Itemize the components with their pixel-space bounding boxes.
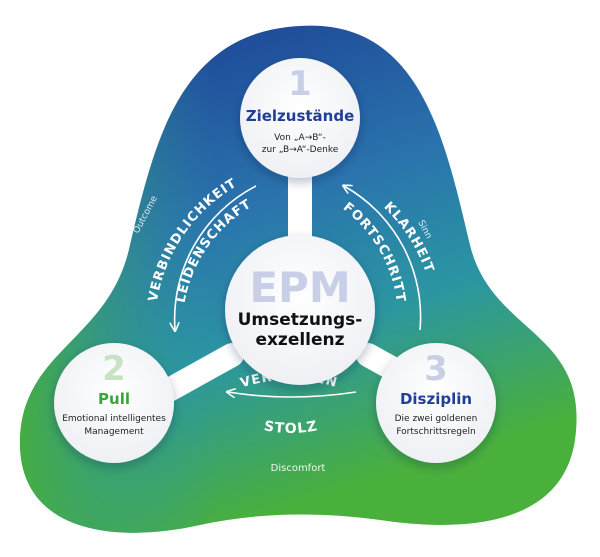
node-1-number: 1 — [288, 64, 312, 104]
node-3-number: 3 — [424, 349, 448, 389]
node-3-sub2: Fortschrittsregeln — [396, 427, 475, 437]
center-node-epm: EPM Umsetzungs- exzellenz — [225, 235, 375, 385]
node-2-sub2: Management — [84, 427, 144, 437]
edge-label-discomfort: Discomfort — [271, 463, 326, 474]
node-1-title: Zielzustände — [246, 107, 355, 125]
node-2-pull: 2 Pull Emotional intelligentes Managemen… — [54, 343, 174, 463]
center-ghost-label: EPM — [249, 263, 350, 312]
center-title-line2: exzellenz — [255, 330, 344, 350]
node-3-sub1: Die zwei goldenen — [395, 414, 478, 424]
node-1-sub1: Von „A→B“- — [274, 133, 326, 143]
center-title-line1: Umsetzungs- — [238, 310, 363, 330]
node-2-title: Pull — [98, 390, 130, 408]
arc-label-stolz: STOLZ — [263, 418, 320, 437]
node-2-number: 2 — [102, 349, 126, 389]
arc-arrows — [175, 186, 422, 397]
node-1-zielzustaende: 1 Zielzustände Von „A→B“- zur „B→A“-Denk… — [240, 58, 360, 178]
node-3-disziplin: 3 Disziplin Die zwei goldenen Fortschrit… — [376, 343, 496, 463]
node-2-sub1: Emotional intelligentes — [62, 414, 166, 424]
node-3-title: Disziplin — [400, 390, 472, 408]
node-1-sub2: zur „B→A“-Denke — [262, 145, 339, 155]
